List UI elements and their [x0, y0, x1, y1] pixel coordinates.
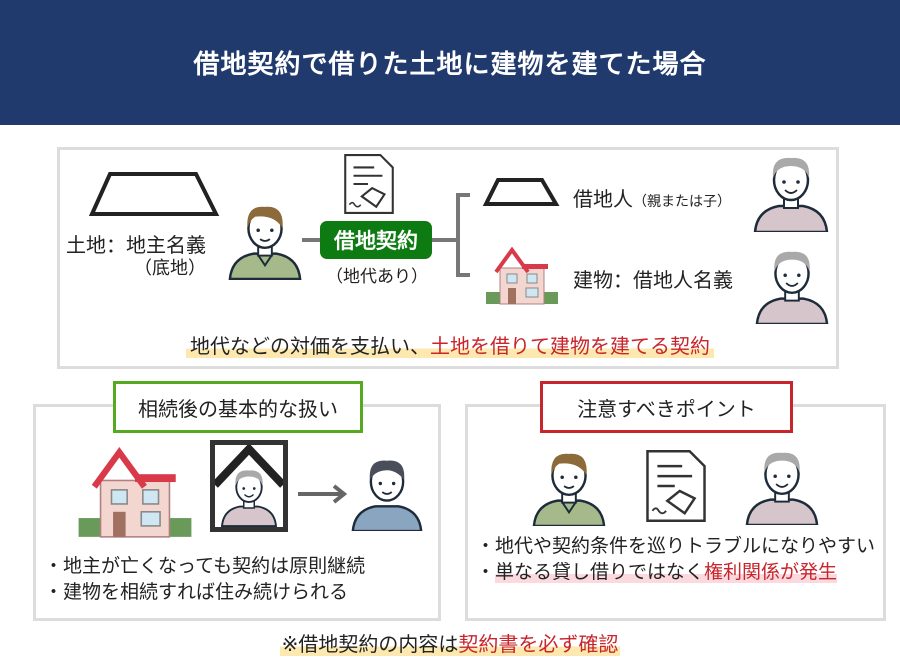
connector-line [302, 238, 322, 242]
arrow-right-icon [298, 484, 348, 504]
connector-line [432, 238, 460, 242]
lessee-label: 借地人 [573, 187, 633, 211]
bullet-highlight: 権利関係が発生 [704, 561, 838, 583]
page-title: 借地契約で借りた土地に建物を建てた場合 [193, 50, 707, 80]
memorial-portrait-icon [210, 440, 288, 532]
building-label: 建物：借地人名義 [573, 268, 733, 292]
caption-highlight: 土地を借りて建物を建てる契約 [430, 334, 710, 358]
landowner-person-icon [528, 448, 610, 526]
caution-bullets: 地代や契約条件を巡りトラブルになりやすい 単なる貸し借りではなく権利関係が発生 [476, 533, 876, 585]
inheritance-panel-title: 相続後の基本的な扱い [113, 381, 363, 433]
land-label: 土地：地主名義 [66, 233, 206, 257]
footer-highlight: 契約書を必ず確認 [458, 632, 619, 656]
contract-badge: 借地契約 [320, 221, 432, 259]
lessee-sub-label: （親または子） [633, 194, 731, 210]
bracket-line [456, 193, 470, 197]
bullet-item: 建物を相続すれば住み続けられる [44, 579, 365, 605]
bracket-line [456, 273, 470, 277]
landowner-person-icon [226, 200, 304, 280]
overview-caption: 地代などの対価を支払い、土地を借りて建物を建てる契約 [0, 330, 900, 359]
bracket-line [456, 193, 460, 277]
bullet-item: 地代や契約条件を巡りトラブルになりやすい [476, 533, 876, 559]
house-icon [72, 446, 198, 540]
elderly-person-icon [752, 246, 832, 324]
contract-sub-label: （地代あり） [326, 267, 428, 287]
bullet-item: 単なる貸し借りではなく権利関係が発生 [476, 559, 876, 585]
footer-note: ※借地契約の内容は契約書を必ず確認 [0, 628, 900, 657]
house-icon [482, 246, 562, 306]
overview-panel [57, 147, 839, 369]
land-sub-label: （底地） [134, 258, 206, 279]
caption-plain: 地代などの対価を支払い、 [190, 334, 430, 358]
header-banner: 借地契約で借りた土地に建物を建てた場合 [0, 0, 900, 125]
land-trapezoid-icon [482, 178, 560, 206]
caution-panel-title: 注意すべきポイント [540, 381, 793, 433]
inheritance-bullets: 地主が亡くなっても契約は原則継続 建物を相続すれば住み続けられる [44, 553, 365, 605]
elderly-person-icon [750, 152, 832, 232]
lessee-label-group: 借地人（親または子） [573, 183, 731, 212]
contract-document-icon [645, 448, 707, 524]
heir-person-icon [348, 455, 426, 531]
bullet-plain: 単なる貸し借りではなく [495, 561, 705, 583]
land-trapezoid-icon [88, 172, 220, 216]
bullet-item: 地主が亡くなっても契約は原則継続 [44, 553, 365, 579]
footer-plain: ※借地契約の内容は [281, 632, 459, 656]
contract-document-icon [343, 153, 395, 215]
elderly-person-icon [742, 447, 822, 525]
